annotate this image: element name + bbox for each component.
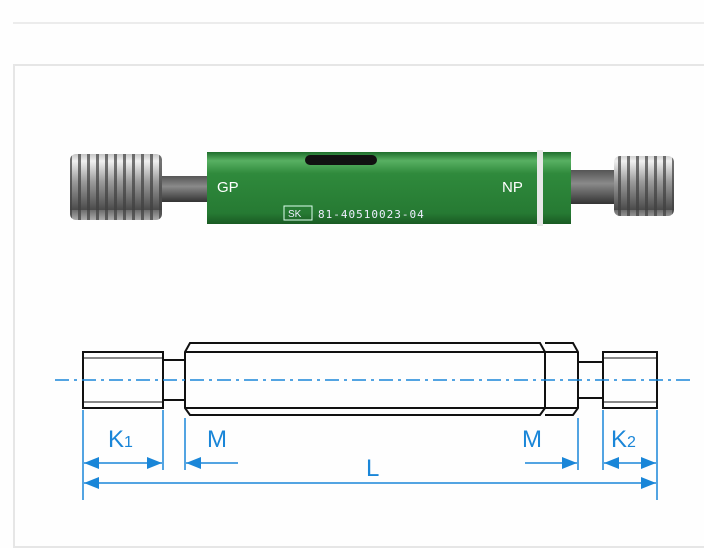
- m-right-label: M: [522, 426, 542, 453]
- drawing-collar: [545, 342, 579, 416]
- drawing-handle: [184, 342, 546, 416]
- l-label: L: [366, 455, 379, 482]
- np-label: NP: [502, 179, 523, 196]
- k2-label: K2: [611, 426, 636, 453]
- m-left-label: M: [207, 426, 227, 453]
- gp-label: GP: [217, 179, 239, 196]
- go-thread-end: [70, 154, 162, 220]
- no-go-thread-end: [614, 156, 674, 216]
- left-shaft: [158, 176, 213, 202]
- svg-text:SK: SK: [288, 209, 302, 220]
- divider-line: [13, 22, 704, 24]
- k1-label: K1: [108, 426, 133, 453]
- handle-slot: [305, 155, 377, 165]
- right-shaft: [568, 170, 618, 204]
- handle-collar: [543, 152, 571, 224]
- brand-logo: [283, 205, 313, 221]
- part-number: 81-40510023-04: [318, 208, 425, 221]
